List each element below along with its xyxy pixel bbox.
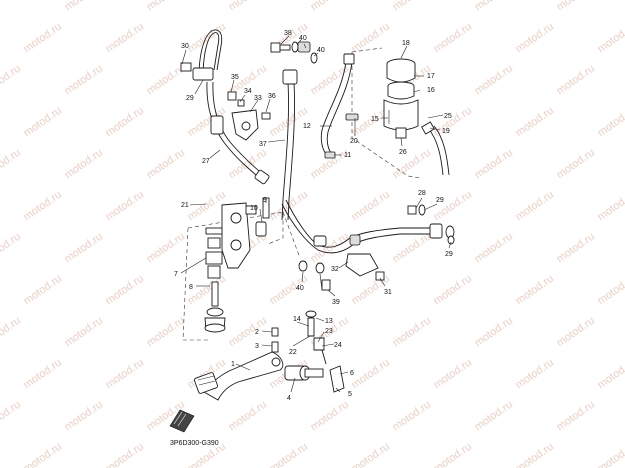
callout-40-bottom: 40 [296,285,304,292]
master-cylinder [204,197,270,333]
reservoir-hose-19 [421,121,450,176]
union-bolt-28-29 [407,204,455,245]
callout-12: 12 [303,123,311,130]
callout-29-a: 29 [436,197,444,204]
callout-39-top: 38 [284,30,292,37]
callout-14: 14 [293,316,301,323]
callout-labels: 30 29 27 37 35 34 33 36 38 40 40 12 20 1… [174,30,453,402]
callout-25: 25 [444,113,452,120]
callout-4: 4 [287,395,291,402]
callout-28: 28 [418,190,426,197]
callout-31: 30 [181,43,189,50]
reservoir-hose-12 [320,53,359,159]
callout-30: 29 [186,95,194,102]
union-bolt-39-40-lower [298,260,331,291]
diagram-code: 3P6D300-G390 [170,440,219,447]
callout-9: 9 [263,197,267,204]
callout-34: 33 [254,95,262,102]
callout-17: 17 [427,73,435,80]
brake-hose-38 [281,69,298,221]
callout-21: 21 [181,202,189,209]
callout-10: 10 [250,205,258,212]
callout-8: 8 [189,284,193,291]
callout-2: 2 [255,329,259,336]
callout-13: 13 [325,318,333,325]
callout-11: 11 [344,152,351,159]
callout-26: 26 [399,149,407,156]
union-bolt-39 [270,41,318,64]
callout-39-bottom: 39 [332,299,340,306]
reservoir-tank [383,58,419,139]
callout-22: 22 [289,349,297,356]
lower-brake-hose [281,199,443,281]
front-brake-pipe [180,29,223,81]
callout-33: 32 [331,266,339,273]
callout-20: 20 [350,138,358,145]
front-arrow-icon [169,409,195,433]
callout-36: 35 [231,74,239,81]
callout-19: 19 [442,128,450,135]
callout-1: 1 [231,361,235,368]
callout-32: 31 [384,289,392,296]
callout-18: 18 [402,40,410,47]
callout-24: 24 [334,342,342,349]
callout-6: 6 [350,370,354,377]
callout-16: 16 [427,87,435,94]
callout-40-top-b: 40 [317,47,325,54]
callout-38: 37 [259,141,267,148]
leader-lines [180,35,452,393]
callout-3: 3 [255,343,259,350]
bracket-34 [227,91,271,141]
spring-and-clip [271,310,345,393]
brake-pedal [193,351,284,401]
callout-15: 15 [371,116,379,123]
callout-40-top-a: 40 [299,35,307,42]
callout-37: 36 [268,93,276,100]
callout-27: 27 [202,158,210,165]
brake-hose-27 [206,81,270,185]
callout-7: 7 [174,271,178,278]
callout-23: 23 [325,328,333,335]
callout-5: 5 [348,391,352,398]
callout-29-b: 29 [445,251,453,258]
pivot-shaft-4 [284,365,324,381]
callout-35: 34 [244,88,252,95]
